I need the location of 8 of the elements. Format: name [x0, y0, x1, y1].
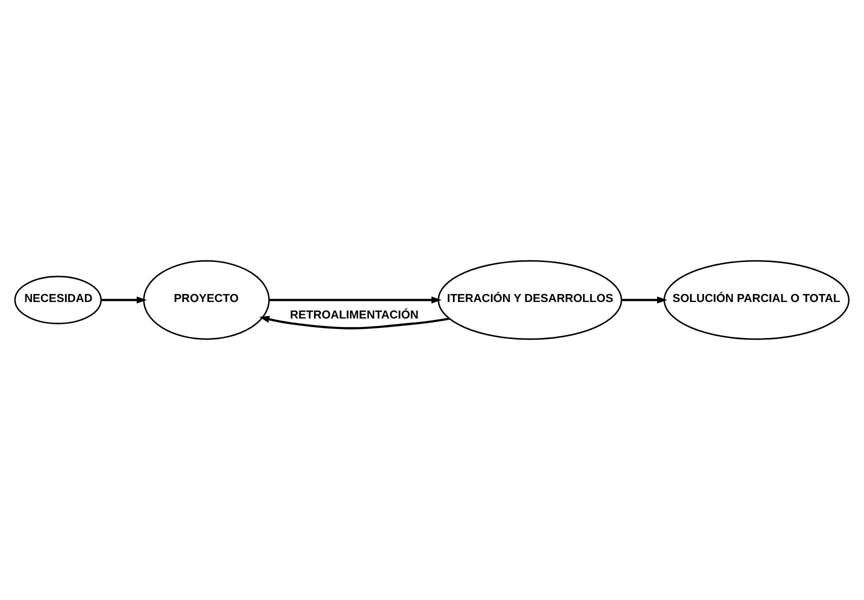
node-ellipse: SOLUCIÓN PARCIAL O TOTAL	[663, 260, 850, 340]
edge-label: RETROALIMENTACIÓN	[290, 310, 419, 322]
node-ellipse: NECESIDAD	[14, 276, 102, 324]
arrow	[259, 316, 450, 330]
node-ellipse: ITERACIÓN Y DESARROLLOS	[438, 260, 622, 340]
arrow	[101, 296, 147, 304]
arrow	[269, 296, 442, 304]
arrow	[622, 296, 668, 304]
